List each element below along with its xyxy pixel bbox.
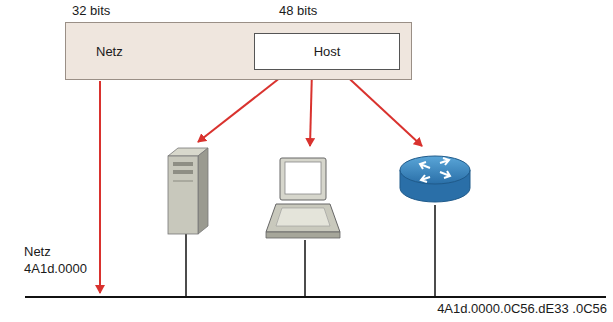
network-bus — [25, 296, 606, 298]
red-arrows — [100, 70, 422, 293]
server-icon — [168, 148, 208, 234]
field-label: Netz — [96, 44, 123, 60]
bit-count: 48 bits — [279, 3, 317, 19]
field-label: Host — [314, 44, 341, 60]
network-address: 4A1d.0000 — [24, 261, 87, 277]
drop-line — [434, 205, 436, 297]
address-box: Netz Host — [65, 22, 412, 80]
drop-line — [304, 240, 306, 297]
laptop-icon — [266, 158, 340, 238]
drop-line — [185, 232, 187, 297]
router-icon — [400, 156, 470, 202]
host-address: 4A1d.0000.0C56.dE33 .0C56 — [437, 301, 607, 317]
network-label: Netz — [24, 244, 51, 260]
host-field: Host — [254, 33, 400, 70]
bit-count: 32 bits — [72, 3, 110, 19]
